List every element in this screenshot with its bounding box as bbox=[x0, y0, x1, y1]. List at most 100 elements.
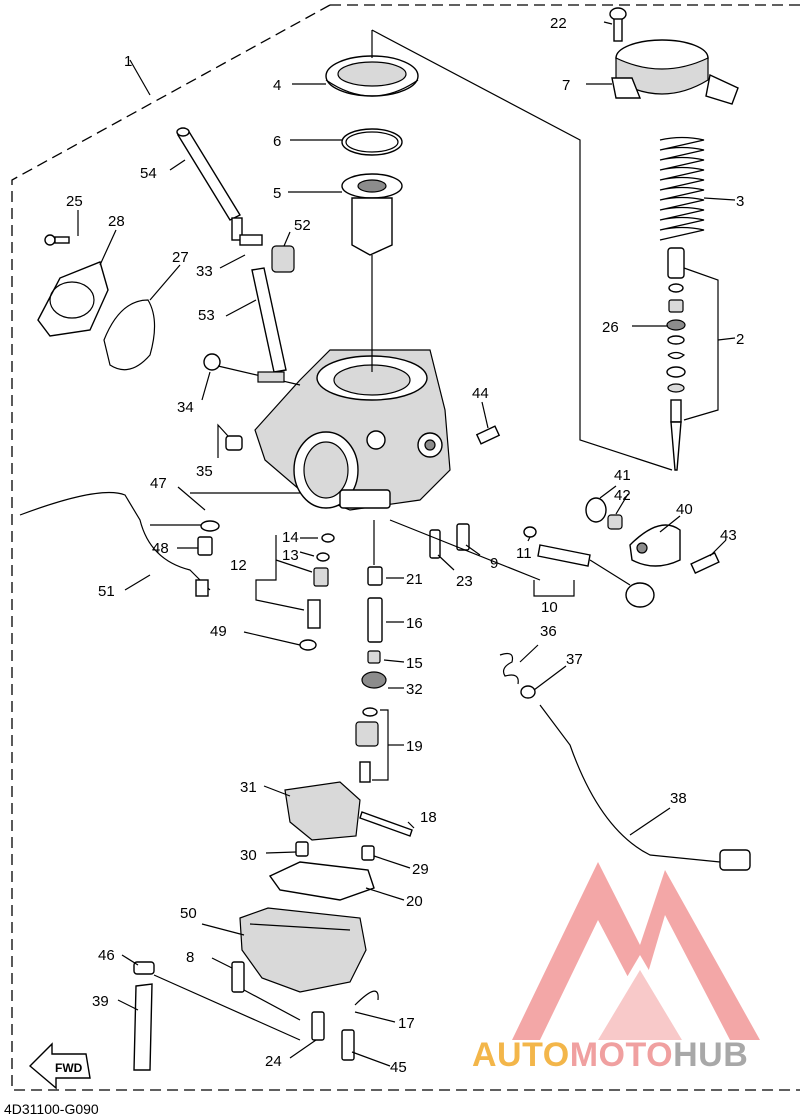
part-17-hose bbox=[354, 990, 379, 1006]
callout-31: 31 bbox=[240, 779, 257, 796]
callout-54: 54 bbox=[140, 165, 157, 182]
part-28-gasket bbox=[37, 261, 109, 337]
callout-35: 35 bbox=[196, 463, 213, 480]
part-19-valve bbox=[355, 707, 379, 783]
watermark-logo-icon bbox=[512, 862, 760, 1040]
leader-lines bbox=[77, 21, 736, 1067]
part-49-cap bbox=[299, 639, 317, 651]
part-25-screw bbox=[44, 234, 70, 246]
part-8-screw bbox=[231, 961, 245, 993]
callout-39: 39 bbox=[92, 993, 109, 1010]
callout-1: 1 bbox=[124, 53, 132, 70]
callout-32: 32 bbox=[406, 681, 423, 698]
callout-45: 45 bbox=[390, 1059, 407, 1076]
catalog-code: 4D31100-G090 bbox=[4, 1101, 99, 1117]
part-50-float-chamber bbox=[239, 907, 367, 993]
callout-48: 48 bbox=[152, 540, 169, 557]
part-15-jet bbox=[367, 650, 381, 664]
part-31-float bbox=[284, 781, 361, 841]
part-13-washer bbox=[316, 552, 330, 562]
part-21-jet bbox=[367, 566, 383, 586]
fwd-arrow-icon: FWD bbox=[28, 1042, 91, 1090]
callout-2: 2 bbox=[736, 331, 744, 348]
part-7-cover bbox=[611, 39, 739, 105]
part-20-gasket bbox=[268, 861, 375, 901]
callout-25: 25 bbox=[66, 193, 83, 210]
callout-42: 42 bbox=[614, 487, 631, 504]
part-4-diaphragm bbox=[325, 55, 419, 97]
part-10-starter-plunger bbox=[537, 544, 655, 608]
callout-6: 6 bbox=[273, 133, 281, 150]
part-46-clip bbox=[133, 961, 155, 975]
callout-46: 46 bbox=[98, 947, 115, 964]
part-33-fitting bbox=[231, 217, 263, 246]
part-22-screw bbox=[609, 7, 627, 42]
callout-23: 23 bbox=[456, 573, 473, 590]
part-38-cable bbox=[539, 704, 751, 871]
part-36-spring bbox=[499, 652, 519, 685]
callout-52: 52 bbox=[294, 217, 311, 234]
watermark-text: AUTOMOTOHUB bbox=[472, 1036, 748, 1075]
part-34-jet bbox=[203, 353, 301, 386]
part-14-o-ring bbox=[321, 533, 335, 543]
callout-26: 26 bbox=[602, 319, 619, 336]
part-53-hose bbox=[251, 267, 287, 373]
part-32-holder bbox=[361, 671, 387, 689]
part-11-o-ring bbox=[523, 526, 537, 538]
callout-29: 29 bbox=[412, 861, 429, 878]
part-41-washer bbox=[585, 497, 607, 523]
callout-12: 12 bbox=[230, 557, 247, 574]
part-30-screw bbox=[295, 841, 309, 857]
callout-14: 14 bbox=[282, 529, 299, 546]
part-52-cap bbox=[271, 245, 295, 273]
callout-53: 53 bbox=[198, 307, 215, 324]
part-16-needle-jet bbox=[367, 597, 383, 643]
callout-36: 36 bbox=[540, 623, 557, 640]
part-47-washer bbox=[200, 520, 220, 532]
callout-7: 7 bbox=[562, 77, 570, 94]
part-5-piston bbox=[341, 173, 403, 256]
callout-50: 50 bbox=[180, 905, 197, 922]
part-37-washer bbox=[520, 685, 536, 699]
part-6-ring bbox=[341, 128, 403, 156]
callout-11: 11 bbox=[516, 545, 532, 562]
callout-47: 47 bbox=[150, 475, 167, 492]
callout-10: 10 bbox=[541, 599, 558, 616]
part-24-screw bbox=[311, 1011, 325, 1041]
fwd-label: FWD bbox=[55, 1061, 83, 1075]
part-40-cover bbox=[629, 524, 681, 567]
callout-34: 34 bbox=[177, 399, 194, 416]
callout-labels: 1 2 3 4 5 6 7 8 9 10 11 12 13 14 15 16 1… bbox=[66, 15, 744, 1076]
callout-41: 41 bbox=[614, 467, 631, 484]
part-9-jet bbox=[456, 523, 470, 551]
callout-28: 28 bbox=[108, 213, 125, 230]
part-42-spring bbox=[607, 514, 623, 530]
callout-5: 5 bbox=[273, 185, 281, 202]
callout-20: 20 bbox=[406, 893, 423, 910]
callout-49: 49 bbox=[210, 623, 227, 640]
callout-43: 43 bbox=[720, 527, 737, 544]
callout-19: 19 bbox=[406, 738, 423, 755]
assembly-boundary bbox=[11, 4, 800, 1091]
callout-22: 22 bbox=[550, 15, 567, 32]
callout-44: 44 bbox=[472, 385, 489, 402]
watermark-moto: MOTO bbox=[569, 1036, 674, 1074]
callout-16: 16 bbox=[406, 615, 423, 632]
callout-24: 24 bbox=[265, 1053, 282, 1070]
part-54-hose bbox=[176, 127, 241, 221]
callout-18: 18 bbox=[420, 809, 437, 826]
part-48-sensor bbox=[197, 536, 213, 556]
watermark-hub: HUB bbox=[673, 1036, 749, 1074]
callout-13: 13 bbox=[282, 547, 299, 564]
part-45-screw bbox=[341, 1029, 355, 1061]
callout-37: 37 bbox=[566, 651, 583, 668]
part-35-plug bbox=[225, 435, 243, 451]
callout-51: 51 bbox=[98, 583, 115, 600]
part-27-o-ring bbox=[103, 299, 156, 371]
part-44-screw bbox=[475, 425, 501, 445]
callout-17: 17 bbox=[398, 1015, 415, 1032]
part-23-screw bbox=[429, 529, 441, 559]
watermark-auto: AUTO bbox=[472, 1036, 570, 1074]
callout-4: 4 bbox=[273, 77, 281, 94]
part-43-screw bbox=[690, 552, 720, 574]
